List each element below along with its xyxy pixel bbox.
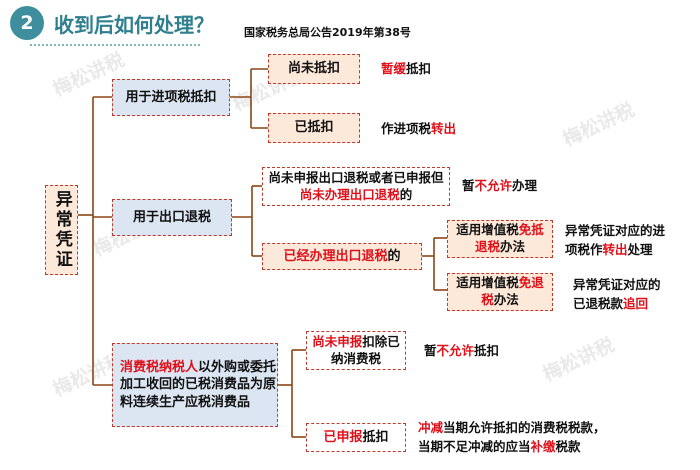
node-label: 尚未申报扣除已纳消费税 xyxy=(311,334,401,368)
branch-input-tax: 用于进项税抵扣 xyxy=(112,79,230,116)
text-segment: 办法 xyxy=(493,292,519,307)
reference-text: 国家税务总局公告2019年第38号 xyxy=(244,26,411,39)
branch-export-refund: 用于出口退税 xyxy=(112,199,232,236)
node-label: 已经办理出口退税的 xyxy=(283,248,400,266)
text-segment: 尚未抵扣 xyxy=(287,61,340,77)
text-segment: 已抵扣 xyxy=(294,120,334,136)
text-segment: 暂 xyxy=(462,178,475,193)
note-recover-refund: 异常凭证对应的已退税款追回 xyxy=(573,276,661,314)
step-title: 收到后如何处理？ xyxy=(54,13,214,37)
text-segment: 抵扣 xyxy=(406,61,432,76)
highlight-text: 冲减 xyxy=(418,420,444,435)
node-label: 尚未抵扣 xyxy=(288,60,340,78)
text-segment: 税款 xyxy=(555,439,581,455)
node-label: 尚未申报出口退税或者已申报但尚未办理出口退税的 xyxy=(266,170,446,204)
text-segment: 已退税款 xyxy=(573,295,624,311)
text-segment: 的 xyxy=(399,186,413,202)
text-segment: 报但 xyxy=(418,169,444,185)
node-label: 适用增值税免退税办法 xyxy=(452,275,548,309)
node-label: 适用增值税免抵退税办法 xyxy=(452,222,548,256)
root-node: 异常凭证 xyxy=(45,185,78,275)
note-transfer-out-processing: 异常凭证对应的进项税作转出处理 xyxy=(565,222,665,260)
step-number: 2 xyxy=(20,12,34,34)
highlight-text: 尚未申报 xyxy=(312,333,363,349)
node-deducted: 已抵扣 xyxy=(268,113,360,143)
highlight-text: 转出 xyxy=(431,121,457,136)
highlight-text: 不允许 xyxy=(474,178,513,193)
highlight-text: 已经办理出口退税 xyxy=(283,248,388,264)
text-segment: 处理 xyxy=(627,241,653,257)
highlight-text: 免抵退税 xyxy=(474,222,544,254)
text-segment: 项税作 xyxy=(565,241,603,257)
text-segment: 异常凭证对应的 xyxy=(573,277,661,292)
node-label: 已抵扣 xyxy=(294,119,333,137)
note-offset-pay: 冲减当期允许抵扣的消费税税款， 当期不足冲减的应当补缴税款 xyxy=(418,418,606,457)
text-segment: 适用增值税 xyxy=(456,275,519,291)
highlight-text: 不允许 xyxy=(436,343,475,358)
branch-consumption-tax: 消费税纳税人以外购或委托加工收回的已税消费品为原料连续生产应税消费品 xyxy=(112,343,278,427)
node-declared-deduction: 已申报抵扣 xyxy=(306,423,406,452)
node-not-deducted: 尚未抵扣 xyxy=(268,54,360,84)
text-segment: 办理 xyxy=(512,178,538,193)
highlight-text: 税 xyxy=(481,292,494,307)
branch-label: 用于出口退税 xyxy=(132,209,211,225)
highlight-text: 追回 xyxy=(623,295,649,311)
note-suspend-deduct: 暂缓抵扣 xyxy=(381,60,431,78)
note-transfer-out: 作进项税转出 xyxy=(381,120,456,138)
text-segment: 作进项税 xyxy=(381,121,432,136)
text-segment: 的 xyxy=(387,248,401,264)
highlight-text: 尚未办理出口退税 xyxy=(299,186,400,202)
text-segment: 办法 xyxy=(500,239,526,254)
text-segment: 当期不足冲减的应当 xyxy=(418,439,531,455)
text-segment: 尚未申报出口退税或者已申 xyxy=(268,169,419,185)
text-segment: 当期允许抵扣的消费税税款， xyxy=(443,420,606,435)
note-not-allowed-handle: 暂不允许办理 xyxy=(462,177,537,195)
text-segment: 适用增值税 xyxy=(456,222,519,238)
highlight-text: 暂缓 xyxy=(381,61,407,76)
header-underline xyxy=(30,44,200,46)
text-segment: 异常凭证对应的进 xyxy=(565,223,666,238)
branch-label: 消费税纳税人以外购或委托加工收回的已税消费品为原料连续生产应税消费品 xyxy=(120,359,277,412)
node-exempt-refund: 适用增值税免退税办法 xyxy=(447,273,553,311)
branch-label: 用于进项税抵扣 xyxy=(125,89,217,105)
highlight-text: 已申报 xyxy=(323,429,363,445)
node-label: 已申报抵扣 xyxy=(323,429,388,447)
highlight-text: 转出 xyxy=(602,241,628,257)
node-not-declared-deduction: 尚未申报扣除已纳消费税 xyxy=(306,331,406,370)
step-badge: 2 xyxy=(10,6,44,40)
note-not-allowed-deduct: 暂不允许抵扣 xyxy=(424,342,499,360)
root-label: 异常凭证 xyxy=(51,190,72,270)
node-exempt-credit-refund: 适用增值税免抵退税办法 xyxy=(447,220,553,258)
text-segment: 扣除已纳消费税 xyxy=(330,333,400,366)
highlight-text: 补缴 xyxy=(530,439,556,455)
text-segment: 以外购或委托加工收回的已税消费品为原料连续生产应税消费品 xyxy=(120,359,277,410)
text-segment: 抵扣 xyxy=(362,429,389,445)
text-segment: 抵扣 xyxy=(474,343,500,358)
node-not-declared-export: 尚未申报出口退税或者已申报但尚未办理出口退税的 xyxy=(262,167,450,206)
highlight-text: 消费税纳税人 xyxy=(120,359,199,375)
text-segment: 暂 xyxy=(424,343,437,358)
highlight-text: 免退 xyxy=(518,275,544,291)
node-export-handled: 已经办理出口退税的 xyxy=(262,243,422,270)
